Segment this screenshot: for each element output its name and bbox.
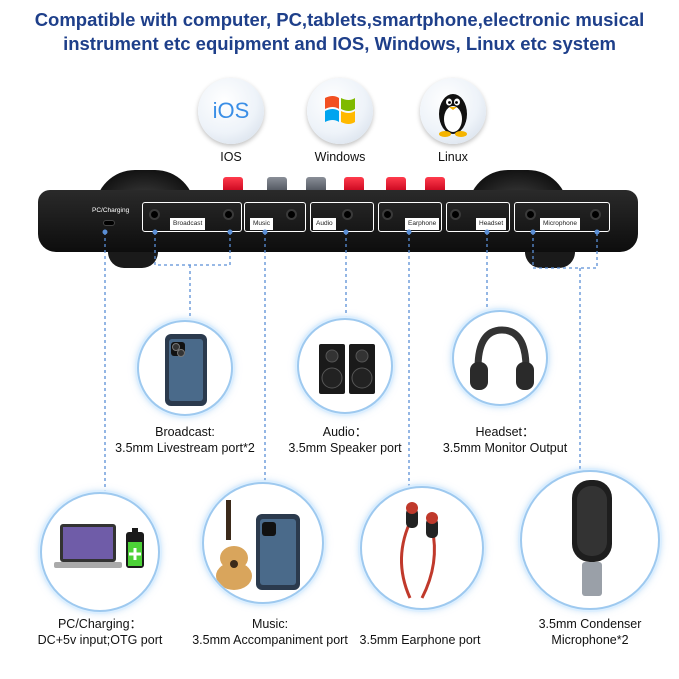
broadcast-bubble <box>137 320 233 416</box>
speaker-icon <box>319 344 375 394</box>
broadcast-jack-1 <box>149 209 160 220</box>
headphones-icon <box>470 326 534 390</box>
microphone-caption-line-1: 3.5mm Condenser <box>538 617 642 631</box>
pad-button-5 <box>386 177 406 193</box>
earphone-caption-line-1: 3.5mm Earphone port <box>359 633 481 647</box>
os-windows: Windows <box>295 78 385 164</box>
music-bubble <box>202 482 324 604</box>
port-label-broadcast: Broadcast <box>170 218 206 230</box>
sound-card-device <box>38 190 638 252</box>
earphone-caption: 3.5mm Earphone port <box>350 632 490 648</box>
pc-bubble <box>40 492 160 612</box>
os-ios: iOS IOS <box>186 78 276 164</box>
linux-penguin-icon <box>420 78 486 144</box>
pad-button-6 <box>425 177 445 193</box>
headset-caption: Headset： 3.5mm Monitor Output <box>420 424 590 456</box>
earphone-bubble <box>360 486 484 610</box>
laptop-battery-icon <box>54 524 144 568</box>
port-label-headset: Headset <box>476 218 507 230</box>
music-caption: Music: 3.5mm Accompaniment port <box>180 616 360 648</box>
microphone-bubble <box>520 470 660 610</box>
pad-button-3 <box>306 177 326 193</box>
condenser-mic-icon <box>572 480 612 596</box>
headset-panel <box>446 202 510 232</box>
os-windows-label: Windows <box>314 150 366 164</box>
broadcast-caption-line-1: Broadcast: <box>155 425 215 439</box>
earphone-jack <box>382 209 393 220</box>
microphone-jack-1 <box>525 209 536 220</box>
broadcast-caption: Broadcast: 3.5mm Livestream port*2 <box>95 424 275 456</box>
os-linux-label: Linux <box>438 150 468 164</box>
ios-icon: iOS <box>198 78 264 144</box>
pc-caption-line-1: PC/Charging： <box>57 617 143 631</box>
broadcast-jack-2 <box>223 209 234 220</box>
earphone-icon <box>400 502 438 599</box>
windows-icon <box>307 78 373 144</box>
music-caption-line-2: 3.5mm Accompaniment port <box>192 633 348 647</box>
title-line-1: Compatible with computer, PC,tablets,sma… <box>34 9 645 30</box>
music-panel <box>244 202 306 232</box>
headset-caption-line-2: 3.5mm Monitor Output <box>442 441 568 455</box>
broadcast-caption-line-2: 3.5mm Livestream port*2 <box>115 441 255 455</box>
port-label-audio: Audio <box>313 218 336 230</box>
pad-button-1 <box>223 177 243 193</box>
broadcast-panel <box>142 202 242 232</box>
ios-logo-text: iOS <box>212 98 250 123</box>
guitar-phone-icon <box>216 500 300 590</box>
pc-caption: PC/Charging： DC+5v input;OTG port <box>15 616 185 648</box>
audio-caption-line-1: Audio： <box>322 425 368 439</box>
os-ios-label: IOS <box>220 150 242 164</box>
audio-bubble <box>297 318 393 414</box>
microphone-jack-2 <box>590 209 601 220</box>
microphone-caption: 3.5mm Condenser Microphone*2 <box>515 616 665 648</box>
pc-caption-line-2: DC+5v input;OTG port <box>37 633 163 647</box>
smartphone-icon <box>165 334 207 406</box>
pc-port-label: PC/Charging <box>92 207 130 214</box>
audio-panel <box>310 202 374 232</box>
port-label-earphone: Earphone <box>405 218 440 230</box>
title-line-2: instrument etc equipment and IOS, Window… <box>63 33 616 54</box>
headset-caption-line-1: Headset： <box>475 425 535 439</box>
pad-button-4 <box>344 177 364 193</box>
headset-jack <box>450 209 461 220</box>
port-label-music: Music <box>250 218 273 230</box>
page-title: Compatible with computer, PC,tablets,sma… <box>0 8 679 56</box>
microphone-panel <box>514 202 610 232</box>
os-linux: Linux <box>408 78 498 164</box>
pc-charging-port <box>103 220 115 226</box>
music-jack <box>286 209 297 220</box>
music-caption-line-1: Music: <box>251 617 289 631</box>
audio-jack <box>342 209 353 220</box>
audio-caption: Audio： 3.5mm Speaker port <box>270 424 420 456</box>
port-label-microphone: Microphone <box>540 218 580 230</box>
audio-caption-line-2: 3.5mm Speaker port <box>288 441 402 455</box>
headset-bubble <box>452 310 548 406</box>
pad-button-2 <box>267 177 287 193</box>
microphone-caption-line-2: Microphone*2 <box>551 633 629 647</box>
